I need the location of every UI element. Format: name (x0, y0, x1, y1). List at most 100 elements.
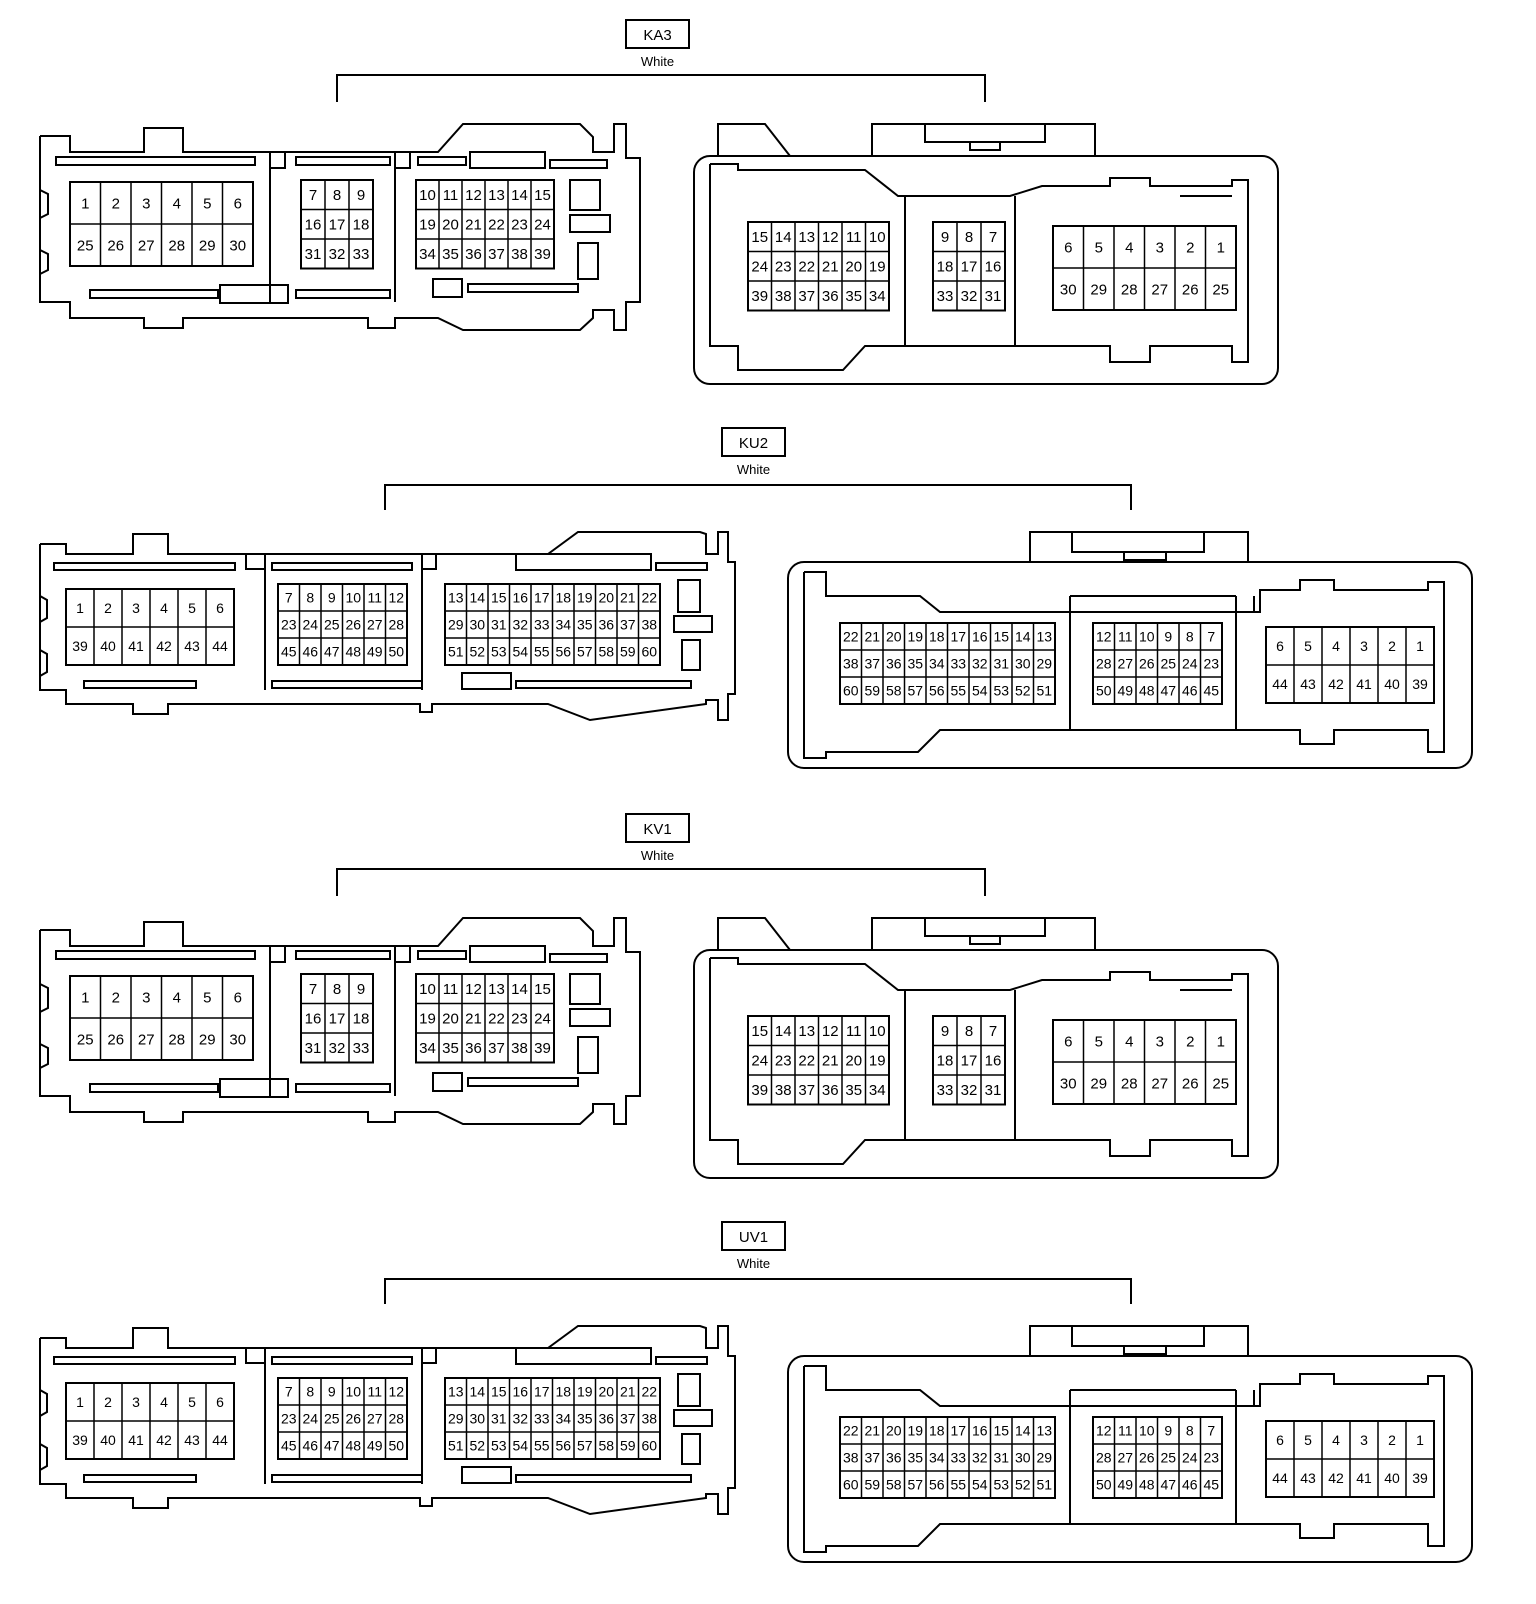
pin-number: 23 (1203, 656, 1219, 672)
housing-latch (39, 1043, 49, 1069)
housing-rib (53, 562, 236, 571)
housing-rib (467, 283, 579, 293)
pin-number: 18 (353, 1011, 370, 1028)
pin-number: 33 (950, 656, 966, 672)
pin-number: 51 (448, 644, 464, 660)
pin-number: 53 (491, 644, 507, 660)
housing-rib (219, 1078, 289, 1098)
pin-number: 6 (1276, 638, 1284, 654)
connector-id-box (625, 813, 690, 843)
pin-number: 36 (598, 1411, 614, 1427)
pin-number: 13 (488, 981, 505, 998)
housing-notch (421, 554, 437, 570)
housing-tab (969, 141, 1001, 151)
housing-tab (1123, 1345, 1167, 1355)
pin-number: 41 (1356, 1470, 1372, 1486)
pin-number: 41 (128, 638, 144, 654)
connector-id: KA3 (643, 27, 671, 44)
pin-number: 60 (641, 644, 657, 660)
pin-number: 32 (512, 1411, 528, 1427)
housing-tab (871, 123, 1096, 156)
pin-number: 9 (328, 590, 336, 606)
pin-number: 19 (907, 629, 923, 645)
pin-number: 6 (234, 989, 242, 1006)
pin-number: 25 (1160, 1450, 1176, 1466)
pin-number: 5 (1304, 638, 1312, 654)
pin-number: 52 (1015, 683, 1031, 699)
pin-number: 30 (1060, 1075, 1077, 1092)
pin-number: 21 (864, 1423, 880, 1439)
pin-number: 31 (993, 656, 1009, 672)
pin-number: 22 (488, 217, 505, 234)
pin-number: 35 (442, 246, 459, 263)
pin-number: 14 (511, 981, 528, 998)
pin-number: 26 (345, 1411, 361, 1427)
pin-number: 15 (993, 629, 1009, 645)
pin-number: 11 (367, 590, 382, 606)
pin-number: 26 (1139, 656, 1155, 672)
pin-number: 47 (1160, 683, 1176, 699)
pin-number: 23 (511, 217, 528, 234)
pin-number: 59 (620, 1438, 636, 1454)
pin-number: 30 (229, 237, 246, 254)
pin-number: 9 (1164, 629, 1172, 645)
pin-number: 4 (160, 1394, 168, 1410)
housing-rib (417, 156, 467, 166)
pin-number: 32 (329, 1040, 346, 1057)
housing-window (569, 179, 601, 211)
pin-number: 29 (199, 237, 216, 254)
pin-number: 5 (188, 1394, 196, 1410)
pin-number: 10 (345, 1384, 361, 1400)
pin-number: 12 (822, 229, 839, 246)
pin-number: 58 (886, 1477, 902, 1493)
pin-number: 38 (511, 1040, 528, 1057)
pin-number: 33 (534, 1411, 550, 1427)
pin-number: 43 (184, 1432, 200, 1448)
pin-number: 7 (1207, 629, 1215, 645)
pin-number: 39 (1412, 1470, 1428, 1486)
housing-rib (515, 553, 652, 571)
pin-number: 38 (775, 1082, 792, 1099)
pin-number: 34 (555, 1411, 571, 1427)
pin-number: 54 (972, 683, 988, 699)
pin-number: 11 (846, 229, 862, 246)
pin-number: 41 (1356, 676, 1372, 692)
housing-window (677, 1373, 701, 1407)
pin-number: 29 (1036, 656, 1052, 672)
housing-rib (271, 1474, 423, 1483)
pin-number: 33 (534, 617, 550, 633)
pin-number: 39 (72, 1432, 88, 1448)
pin-number: 13 (448, 1384, 464, 1400)
pin-number: 14 (1015, 629, 1031, 645)
pin-number: 8 (306, 590, 314, 606)
pin-number: 58 (886, 683, 902, 699)
connector-id: KU2 (739, 435, 768, 452)
pin-number: 39 (1412, 676, 1428, 692)
housing-tab (924, 123, 1046, 143)
pin-number: 33 (937, 1082, 954, 1099)
pin-number: 47 (324, 644, 340, 660)
pin-number: 42 (1328, 676, 1344, 692)
housing-outline (39, 123, 641, 331)
housing-inner (709, 957, 1249, 1165)
pin-number: 15 (534, 981, 551, 998)
connector-id-box (625, 19, 690, 49)
pin-number: 17 (534, 590, 550, 606)
pin-number: 34 (869, 1082, 886, 1099)
pin-number: 28 (388, 617, 404, 633)
pin-number: 5 (203, 195, 211, 212)
pairing-bracket (384, 1278, 1132, 1304)
pin-number: 36 (465, 1040, 482, 1057)
housing-tab (1071, 531, 1205, 553)
pin-number: 16 (305, 1011, 322, 1028)
pin-number: 23 (281, 1411, 297, 1427)
pin-number: 38 (511, 246, 528, 263)
pin-number: 12 (822, 1023, 839, 1040)
pin-number: 22 (843, 1423, 859, 1439)
housing-outline (787, 561, 1473, 769)
pin-number: 16 (985, 259, 1002, 276)
pin-number: 25 (324, 617, 340, 633)
pin-number: 21 (620, 1384, 636, 1400)
